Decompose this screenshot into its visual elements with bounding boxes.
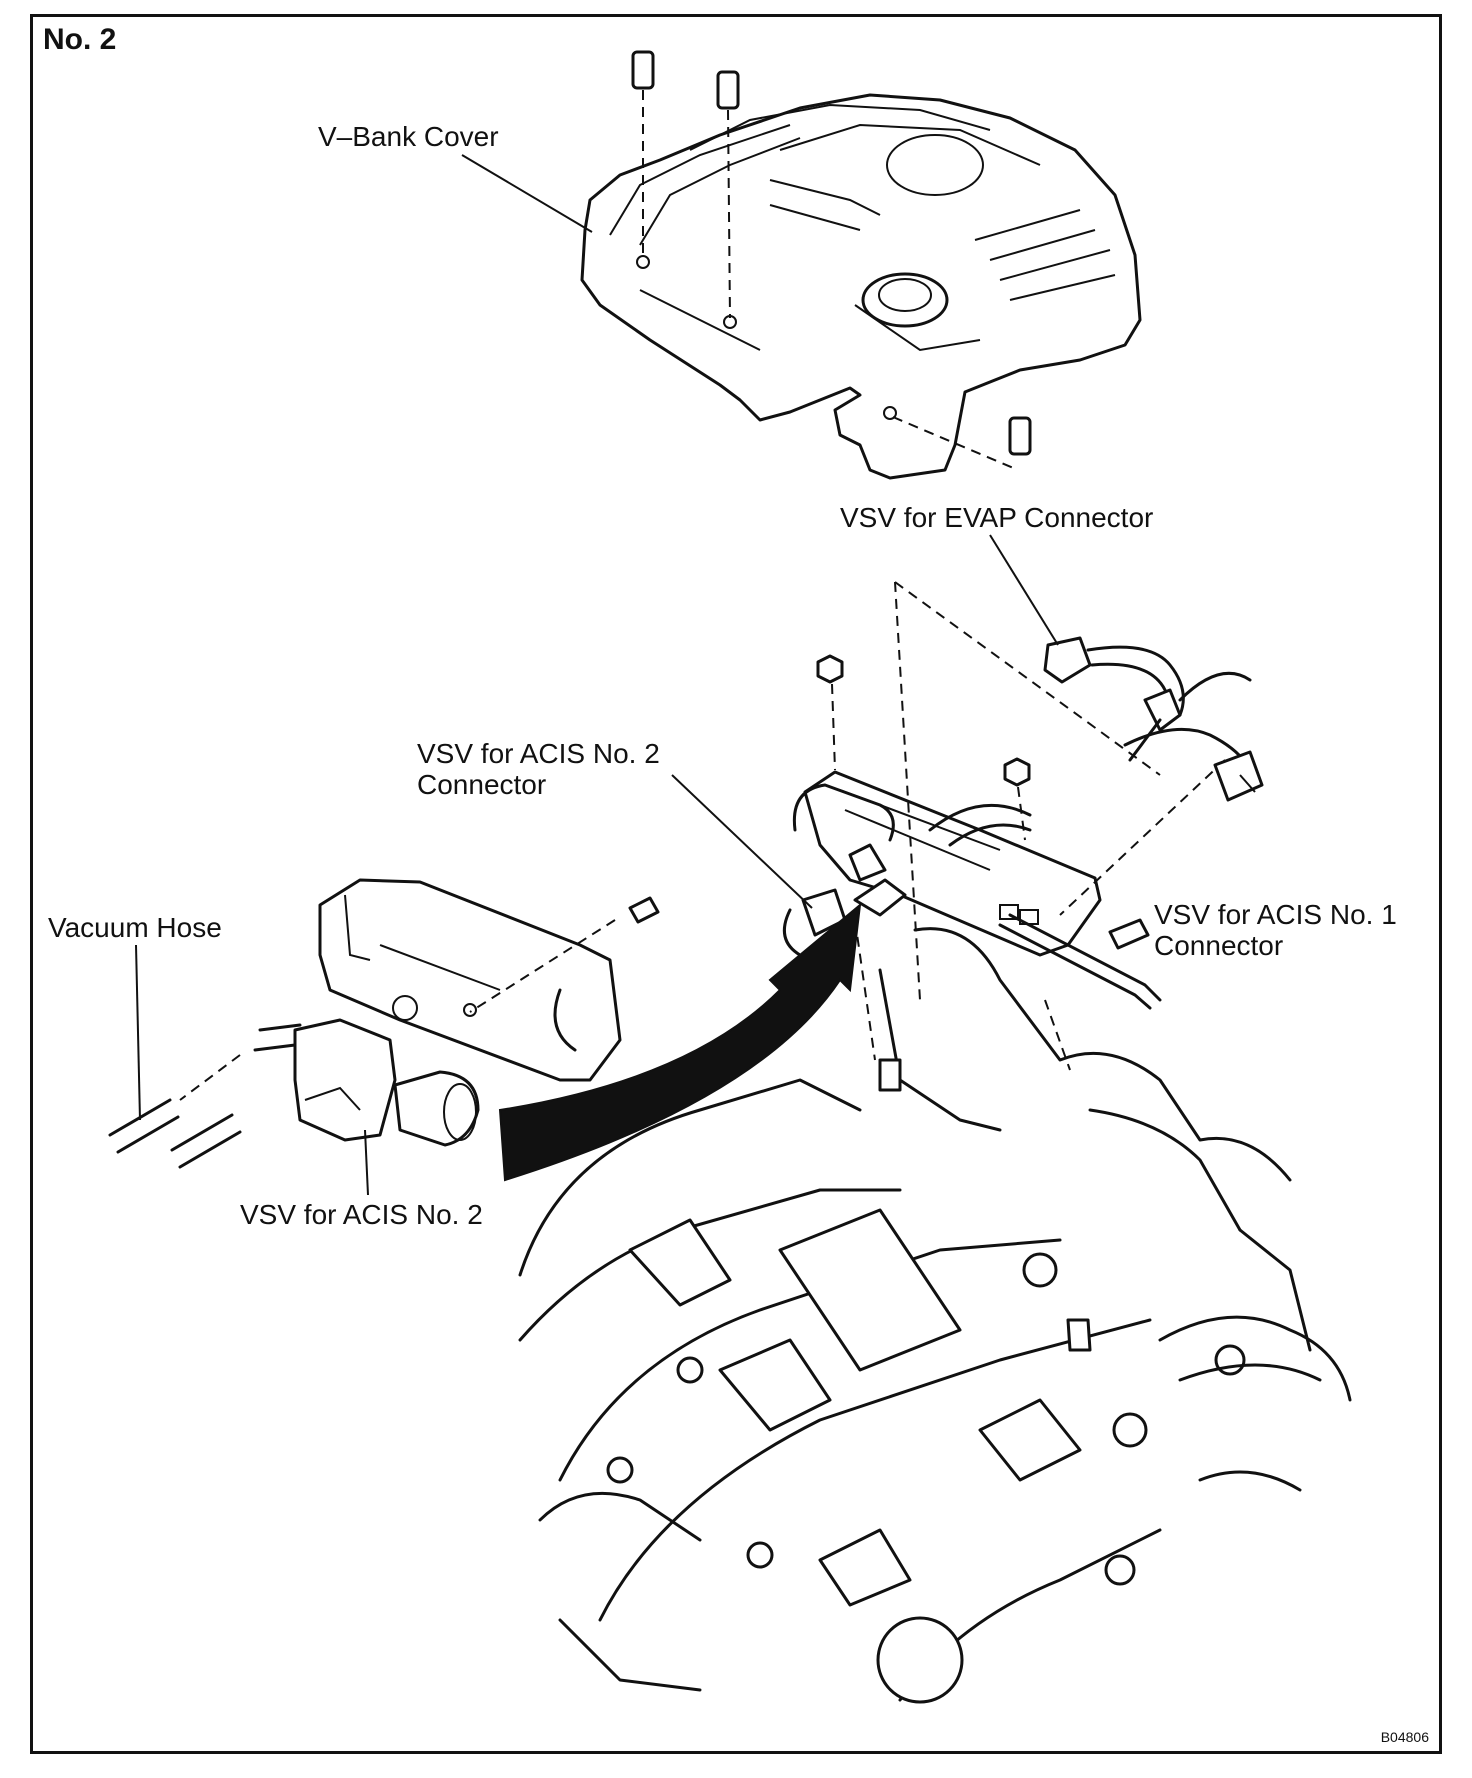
vsv-acis2-bracket-drawing [108,878,660,1169]
assembly-arrow [498,902,862,1182]
vsv-acis2-connector-label-line2: Connector [417,769,547,800]
vacuum-hose-label: Vacuum Hose [48,912,222,943]
vsv-acis2-connector-label-line1: VSV for ACIS No. 2 [417,738,660,769]
engine-drawing [518,927,1352,1704]
vsv-acis1-connector-label-line2: Connector [1154,930,1284,961]
v-bank-cover-label: V–Bank Cover [318,121,499,152]
diagram-frame: No. 2 B04806 [30,14,1442,1754]
vsv-evap-connector-label: VSV for EVAP Connector [840,502,1154,533]
leader-lines [135,154,1256,1196]
sheet-label: No. 2 [43,23,117,56]
vsv-bracket-assembly-drawing [792,581,1226,1071]
v-bank-cover-drawing [580,50,1142,480]
vsv-acis2-label: VSV for ACIS No. 2 [240,1199,483,1230]
vsv-acis1-connector-label-line1: VSV for ACIS No. 1 [1154,899,1397,930]
figure-code: B04806 [1380,1729,1429,1745]
